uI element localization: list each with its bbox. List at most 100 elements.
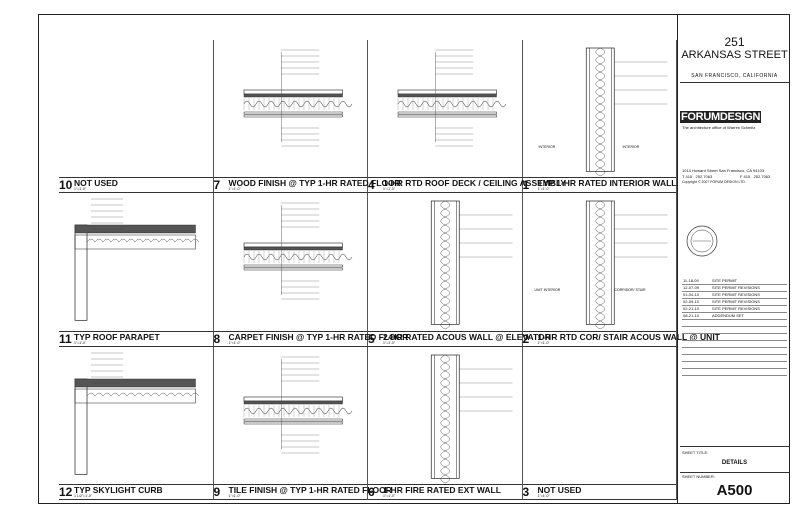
sheet-number-label: SHEET NUMBER: [682,474,715,479]
wall-side-label: INTERIOR [622,145,640,149]
revision-row-empty [682,355,787,362]
revision-description: SITE PERMIT REVISIONS [712,285,760,290]
detail-title: TILE FINISH @ TYP 1-HR RATED FLOOR [228,484,392,495]
revision-date: 11-18-09 [683,278,699,283]
revision-date: 12-07-09 [683,285,700,290]
detail-drawing [430,200,513,330]
revision-row-empty [682,334,787,341]
detail-number: 2 [522,331,530,346]
detail-number: 3 [522,484,530,499]
detail-scale: 1"=1'-0" [74,340,87,345]
divider [680,472,789,473]
detail-title: WOOD FINISH @ TYP 1-HR RATED FLOOR [228,178,401,189]
revision-description: SITE PERMIT REVISIONS [712,299,760,304]
revision-description: SITE PERMIT [712,278,738,283]
detail-drawing [430,354,513,483]
detail-scale: 1"=1'-0" [383,340,396,345]
revision-row-empty [682,327,787,334]
detail-drawing [243,203,352,300]
revision-description: SITE PERMIT REVISIONS [712,306,760,311]
detail-title: 1-HR FIRE RATED EXT WALL [383,484,501,495]
revision-date: 01-04-10 [683,292,700,297]
detail-title: TYP 1-HR RATED INTERIOR WALL [537,178,677,189]
detail-scale: 1"=1'-0" [383,187,396,192]
detail-drawing [243,356,352,453]
detail-scale: 1"=1'-0" [383,493,396,498]
revision-row: 02-21-10 SITE PERMIT REVISIONS [682,306,787,313]
firm-phone: T 415 . 252.7063 [682,174,713,179]
divider [680,82,789,83]
detail-number: 7 [213,178,221,193]
detail-number: 1 [522,178,530,193]
architect-seal [686,225,718,257]
revision-row-empty [682,369,787,376]
revision-date: 08-21-10 [683,313,700,318]
detail-number: 9 [213,484,221,499]
detail-number: 5 [368,331,375,346]
title-block: 251 ARKANSAS STREET SAN FRANCISCO, CALIF… [677,14,790,504]
firm-logo-text: FORUMDESIGN [680,111,762,123]
drawing-sheet [38,14,790,504]
wall-side-label: UNIT INTERIOR [534,288,561,293]
detail-scale: 1"=1'-0" [74,187,87,192]
detail-drawing [61,42,212,177]
firm-address: 1014 Howard Street San Francisco, CA 941… [682,168,765,173]
detail-number: 6 [368,484,375,499]
detail-drawing [397,49,507,147]
detail-title: 1-HR RTD ROOF DECK / CEILING ASSEMBLY [383,178,567,189]
detail-number: 4 [368,178,375,193]
revision-row-empty [682,348,787,355]
firm-tagline: The architecture office of Warren Schmit… [682,125,756,130]
copyright: Copyright © 2007 FORUM DESIGN LTD. [682,180,746,184]
sheet-title-label: SHEET TITLE: [682,450,709,455]
detail-number: 12 [59,484,73,499]
revision-row: 12-07-09 SITE PERMIT REVISIONS [682,285,787,292]
detail-drawing [74,352,200,475]
detail-title: NOT USED [537,484,582,495]
detail-drawing [243,49,352,147]
detail-number: 10 [59,178,73,193]
detail-drawing [74,199,200,322]
detail-title: NOT USED [74,178,118,189]
detail-number: 11 [59,331,72,346]
revision-row: 11-18-09 SITE PERMIT [682,278,787,285]
wall-side-label: INTERIOR [538,145,556,149]
detail-scale: 1"=1'-0" [537,340,550,345]
divider [680,446,789,447]
detail-number: 8 [213,331,221,346]
detail-drawing [525,349,676,484]
detail-scale: 1"=1'-0" [537,187,550,192]
detail-title: 1-HR RTD COR/ STAIR ACOUS WALL @ UNIT [537,331,720,342]
address-street: ARKANSAS STREET [681,49,788,61]
sheet-number: A500 [716,482,753,499]
detail-title: TYP ROOF PARAPET [74,331,160,342]
detail-title: 2-HR RATED ACOUS WALL @ ELEVATOR [383,331,551,342]
revision-date: 02-21-10 [683,306,700,311]
address-number: 251 [724,35,745,49]
detail-drawing [585,47,667,177]
